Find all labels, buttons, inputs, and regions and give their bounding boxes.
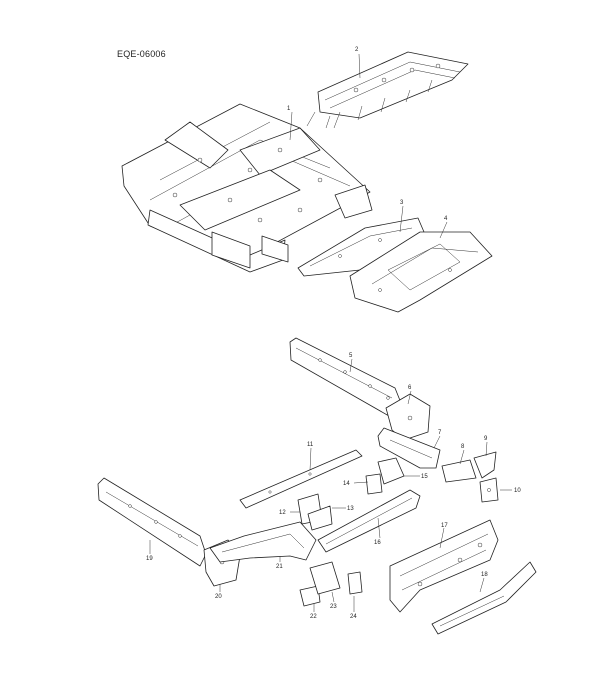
leader-lines [149,53,512,612]
part-17-rear-panel [389,519,499,613]
part-2-rear-frame [306,51,469,129]
callout-21: 21 [276,564,283,570]
part-7-rail [377,427,441,469]
part-1-floor-assembly [121,103,373,273]
diagram-code: EQE-06006 [117,49,166,59]
callout-12: 12 [279,510,286,516]
callout-6: 6 [408,385,412,391]
callout-1: 1 [287,106,291,112]
part-21-curved-rail [209,521,317,563]
part-23-plate [309,561,341,595]
part-24-bracket [347,571,363,595]
callout-3: 3 [400,200,404,206]
callout-22: 22 [310,614,317,620]
part-19-side-rail [97,477,207,567]
callout-18: 18 [481,572,488,578]
part-18-lower-crossmember [431,561,537,635]
callout-7: 7 [438,430,442,436]
part-6-bracket [385,393,431,441]
callout-19: 19 [146,556,153,562]
callout-17: 17 [441,523,448,529]
callout-13: 13 [347,506,354,512]
part-8-plate [441,459,477,483]
callout-15: 15 [421,474,428,480]
callout-11: 11 [307,442,314,448]
part-4-rear-floor-pan [349,231,493,313]
callout-10: 10 [514,488,521,494]
callout-4: 4 [444,216,448,222]
callout-24: 24 [350,614,357,620]
part-11-crossmember [239,449,363,509]
callout-2: 2 [355,47,359,53]
part-10-bracket [479,477,499,503]
part-16-rail [317,489,421,553]
part-9-bracket [473,451,497,479]
callout-16: 16 [374,540,381,546]
callout-labels: 1 2 3 4 5 6 7 8 9 10 11 12 13 14 15 16 1… [146,47,521,620]
callout-9: 9 [484,436,488,442]
callout-20: 20 [215,594,222,600]
part-14-bracket [365,473,383,495]
part-15-bracket [377,457,405,485]
callout-14: 14 [343,481,350,487]
part-22-bracket [299,585,321,607]
callout-5: 5 [349,353,353,359]
callout-23: 23 [330,604,337,610]
part-13-bracket [307,505,333,531]
callout-8: 8 [461,444,465,450]
